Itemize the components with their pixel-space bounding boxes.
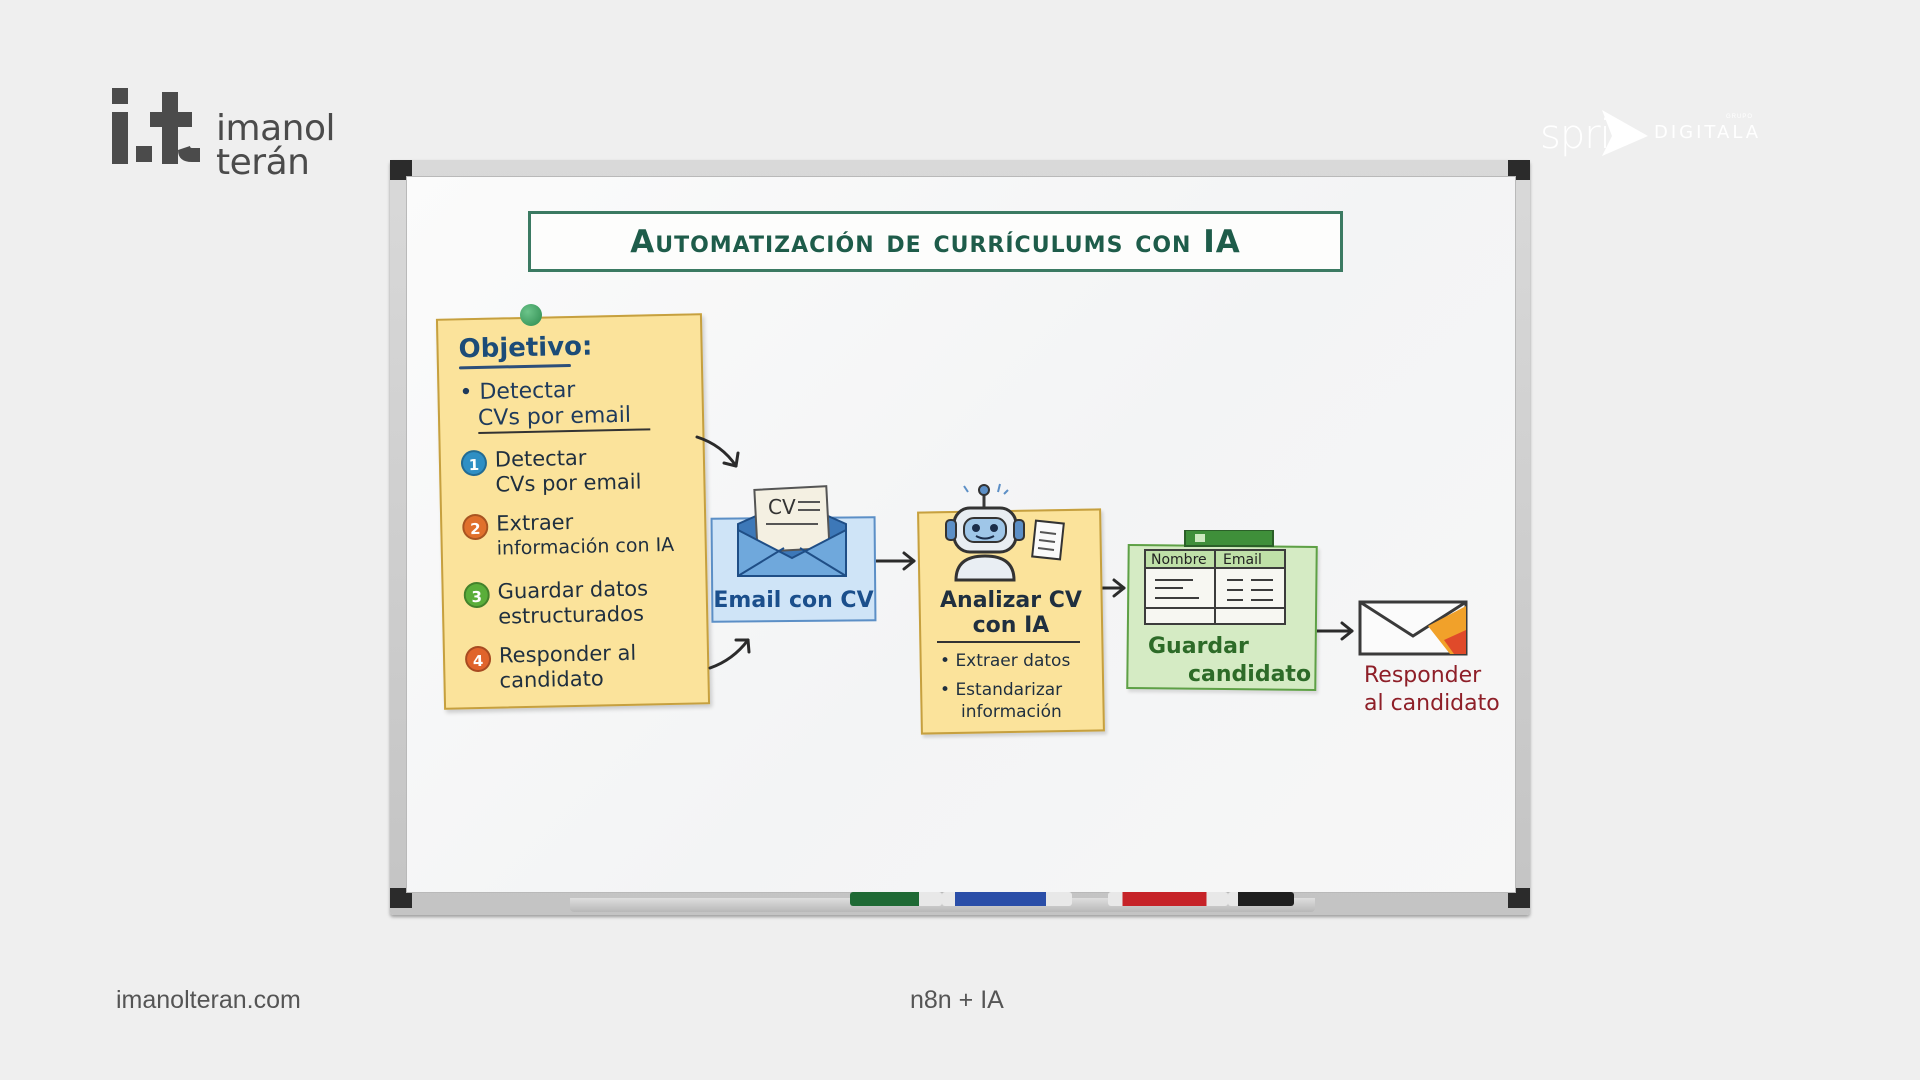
mail-icon bbox=[1358, 600, 1470, 658]
email-card-label: Email con CV bbox=[711, 588, 876, 613]
envelope-cv-text: CV bbox=[768, 495, 796, 519]
footer-website: imanolteran.com bbox=[116, 986, 301, 1015]
analyze-item: • Estandarizar bbox=[940, 680, 1062, 701]
save-label-line2: candidato bbox=[1148, 661, 1311, 689]
save-card-label: Guardar candidato bbox=[1148, 633, 1311, 689]
respond-label: Responder al candidato bbox=[1364, 662, 1500, 718]
robot-icon bbox=[938, 478, 1078, 588]
analyze-card-title: Analizar CV con IA bbox=[919, 588, 1103, 638]
analyze-item: • Extraer datos bbox=[940, 651, 1070, 672]
spreadsheet-icon: Nombre Email bbox=[1143, 530, 1303, 626]
footer-topic: n8n + IA bbox=[910, 986, 1004, 1015]
save-label-line1: Guardar bbox=[1148, 633, 1311, 661]
analyze-item-continuation: información bbox=[940, 702, 1062, 723]
arrow-note-to-email-lower bbox=[710, 640, 748, 668]
arrow-note-to-email bbox=[697, 437, 736, 466]
analyze-title-line1: Analizar CV bbox=[919, 588, 1103, 613]
respond-label-line2: al candidato bbox=[1364, 690, 1500, 718]
envelope-icon: CV bbox=[732, 480, 852, 580]
respond-label-line1: Responder bbox=[1364, 662, 1500, 690]
analyze-title-line2: con IA bbox=[919, 613, 1103, 638]
analyze-separator bbox=[937, 641, 1080, 643]
sheet-col-1: Nombre bbox=[1151, 552, 1207, 568]
sheet-col-2: Email bbox=[1223, 552, 1262, 568]
